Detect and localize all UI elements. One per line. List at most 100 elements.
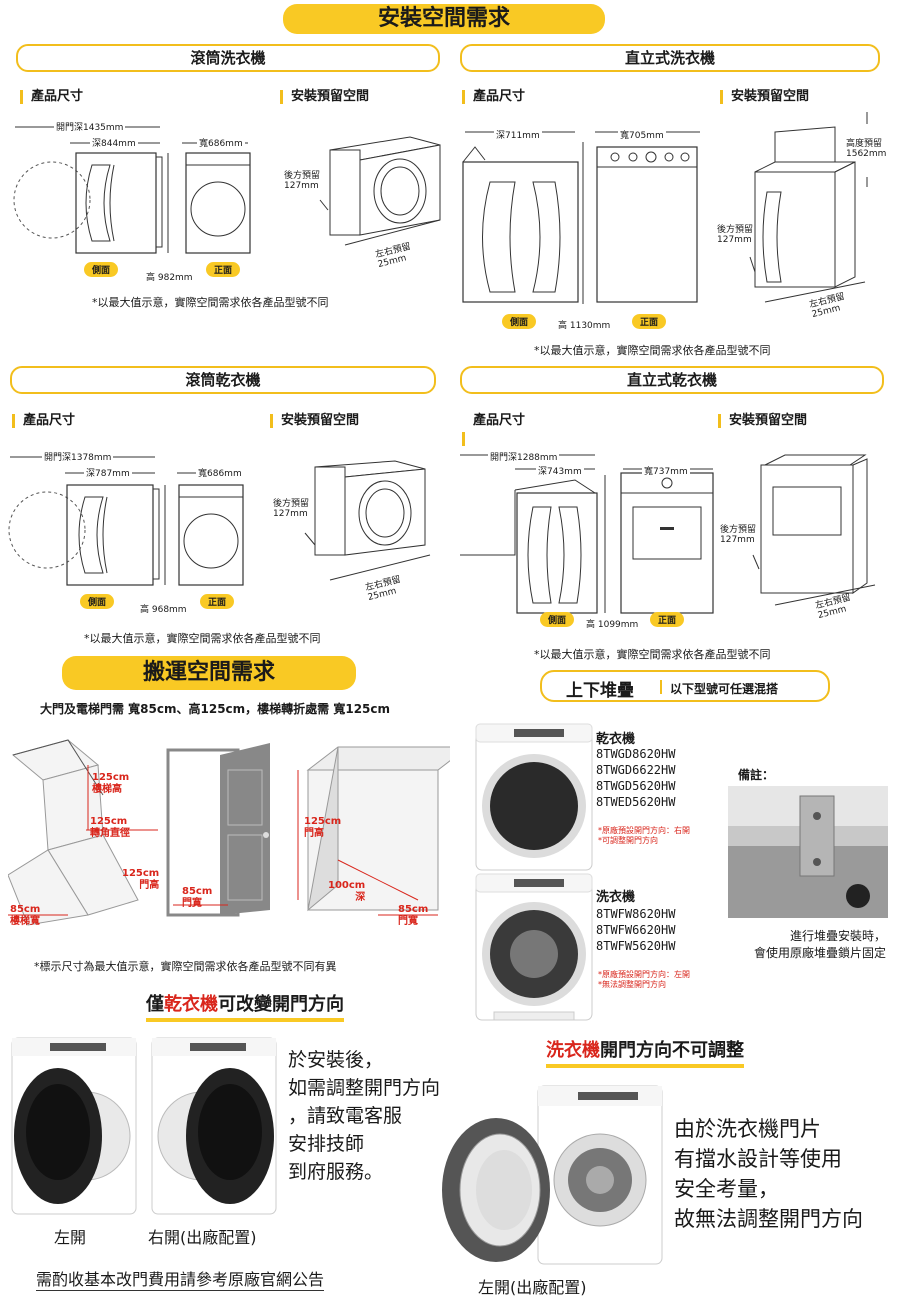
top-washer-diagram: [462, 112, 868, 304]
washer-label: 洗衣機: [596, 890, 636, 905]
install-space-heading: 安裝預留空間: [718, 414, 807, 428]
title-suffix: 可改變開門方向: [218, 994, 344, 1015]
washer-models: 8TWFW8620HW 8TWFW6620HW 8TWFW5620HW: [596, 906, 675, 954]
side-tag: 側面: [80, 594, 115, 609]
model-item: 8TWGD5620HW: [596, 779, 676, 793]
front-tag: 正面: [206, 262, 241, 277]
transport-diagram: [8, 739, 450, 926]
height-reserve: 高度預留 1562mm: [846, 139, 887, 159]
front-dryer-note: *以最大值示意，實際空間需求依各產品型號不同: [84, 632, 321, 645]
door-depth-dim: 開門深1435mm: [54, 120, 126, 133]
model-item: 8TWFW6620HW: [596, 923, 676, 937]
elev-height: 125cm 門高: [304, 816, 342, 839]
turn-diameter: 125cm 轉角直徑: [90, 816, 130, 839]
top-dryer-diagram: [460, 454, 876, 614]
fee-note: 需酌收基本改門費用請參考原廠官網公告: [36, 1266, 325, 1291]
dryer-models: 8TWGD8620HW 8TWGD6622HW 8TWGD5620HW 8TWE…: [596, 746, 675, 810]
washer-open-photo: [442, 1085, 663, 1265]
door-height: 125cm 門高: [122, 868, 160, 891]
top-dryer-title: 直立式乾衣機: [460, 366, 884, 394]
model-item: 8TWED5620HW: [596, 795, 676, 809]
stacking-divider: [660, 680, 662, 694]
stair-height: 125cm 樓梯高: [92, 772, 130, 795]
product-size-heading: 產品尺寸: [473, 413, 526, 428]
front-tag: 正面: [632, 314, 667, 329]
remark-text: 進行堆疊安裝時， 會使用原廠堆疊鎖片固定: [753, 929, 886, 960]
stack-lock-photo: [728, 786, 888, 918]
dryer-notes: *原廠預設開門方向：右開 *可調整開門方向: [598, 826, 690, 846]
dryer-door-text: 於安裝後， 如需調整開門方向 ，請致電客服 安排技師 到府服務。: [288, 1049, 441, 1183]
note-item: *原廠預設開門方向：右開: [598, 826, 690, 835]
width-dim: 寬705mm: [618, 128, 666, 141]
washer-caption: 左開(出廠配置): [478, 1278, 587, 1297]
install-space-heading: 安裝預留空間: [720, 90, 809, 104]
door-depth-dim: 開門深1378mm: [42, 450, 114, 463]
front-tag: 正面: [650, 612, 685, 627]
top-washer-title: 直立式洗衣機: [460, 44, 880, 72]
front-washer-diagram: [13, 126, 441, 254]
top-washer-note: *以最大值示意，實際空間需求依各產品型號不同: [534, 344, 771, 357]
rear-reserve: 後方預留 127mm: [720, 525, 757, 545]
note-item: *可調整開門方向: [598, 836, 658, 845]
washer-notes: *原廠預設開門方向：左開 *無法調整開門方向: [598, 970, 690, 990]
accent-bar: [462, 432, 465, 446]
door-depth-dim: 開門深1288mm: [488, 450, 560, 463]
title-suffix: 開門方向不可調整: [600, 1040, 744, 1061]
front-dryer-diagram: [8, 456, 431, 586]
remark-title: 備註：: [738, 768, 775, 782]
note-item: *無法調整開門方向: [598, 980, 666, 989]
width-dim: 寬737mm: [642, 464, 690, 477]
stacking-title: 上下堆疊: [566, 681, 634, 701]
note-item: *原廠預設開門方向：左開: [598, 970, 690, 979]
transport-note: *標示尺寸為最大值示意，實際空間需求依各產品型號不同有異: [34, 960, 337, 973]
elev-width: 85cm 門寬: [398, 904, 429, 927]
front-dryer-title: 滾筒乾衣機: [10, 366, 436, 394]
title-red: 乾衣機: [164, 994, 218, 1015]
model-item: 8TWFW8620HW: [596, 907, 676, 921]
height-dim: 高 968mm: [140, 605, 187, 615]
door-width: 85cm 門寬: [182, 886, 213, 909]
stacking-title-box: 上下堆疊 以下型號可任選混搭: [540, 670, 830, 702]
side-tag: 側面: [540, 612, 575, 627]
model-item: 8TWGD6622HW: [596, 763, 676, 777]
front-tag: 正面: [200, 594, 235, 609]
stair-width: 85cm 樓梯寬: [10, 904, 41, 927]
transport-title: 搬運空間需求: [62, 656, 356, 690]
title-red: 洗衣機: [546, 1040, 600, 1061]
rear-reserve: 後方預留 127mm: [273, 499, 310, 519]
dryer-right-open: [151, 1037, 277, 1215]
width-dim: 寬686mm: [196, 466, 244, 479]
install-space-heading: 安裝預留空間: [270, 414, 359, 428]
product-size-heading: 產品尺寸: [462, 90, 525, 104]
right-open-label: 右開(出廠配置): [148, 1228, 257, 1247]
dryer-label: 乾衣機: [596, 732, 636, 747]
model-item: 8TWFW5620HW: [596, 939, 676, 953]
model-item: 8TWGD8620HW: [596, 747, 676, 761]
dryer-door-title: 僅乾衣機可改變開門方向: [146, 990, 344, 1022]
depth-dim: 深844mm: [90, 136, 138, 149]
transport-requirement: 大門及電梯門需 寬85cm、高125cm，樓梯轉折處需 寬125cm: [40, 702, 391, 716]
page-title: 安裝空間需求: [283, 4, 605, 34]
depth-dim: 深743mm: [536, 464, 584, 477]
front-washer-title: 滾筒洗衣機: [16, 44, 440, 72]
stacking-subtitle: 以下型號可任選混搭: [670, 682, 779, 696]
height-dim: 高 1130mm: [558, 321, 611, 331]
title-prefix: 僅: [146, 994, 164, 1015]
washer-door-title: 洗衣機開門方向不可調整: [546, 1036, 744, 1068]
dryer-left-open: [11, 1037, 137, 1215]
product-size-heading: 產品尺寸: [20, 90, 83, 104]
washer-door-text: 由於洗衣機門片 有擋水設計等使用 安全考量， 故無法調整開門方向: [674, 1117, 863, 1231]
front-washer-note: *以最大值示意，實際空間需求依各產品型號不同: [92, 296, 329, 309]
height-dim: 高 982mm: [146, 273, 193, 283]
top-dryer-note: *以最大值示意，實際空間需求依各產品型號不同: [534, 648, 771, 661]
stacked-machines: [475, 723, 593, 1021]
product-size-heading: 產品尺寸: [12, 414, 75, 428]
left-open-label: 左開: [54, 1228, 87, 1247]
install-space-heading: 安裝預留空間: [280, 90, 369, 104]
rear-reserve: 後方預留 127mm: [717, 225, 754, 245]
width-dim: 寬686mm: [197, 136, 245, 149]
depth-dim: 深711mm: [494, 128, 542, 141]
depth-dim: 深787mm: [84, 466, 132, 479]
height-dim: 高 1099mm: [586, 620, 639, 630]
side-tag: 側面: [84, 262, 119, 277]
